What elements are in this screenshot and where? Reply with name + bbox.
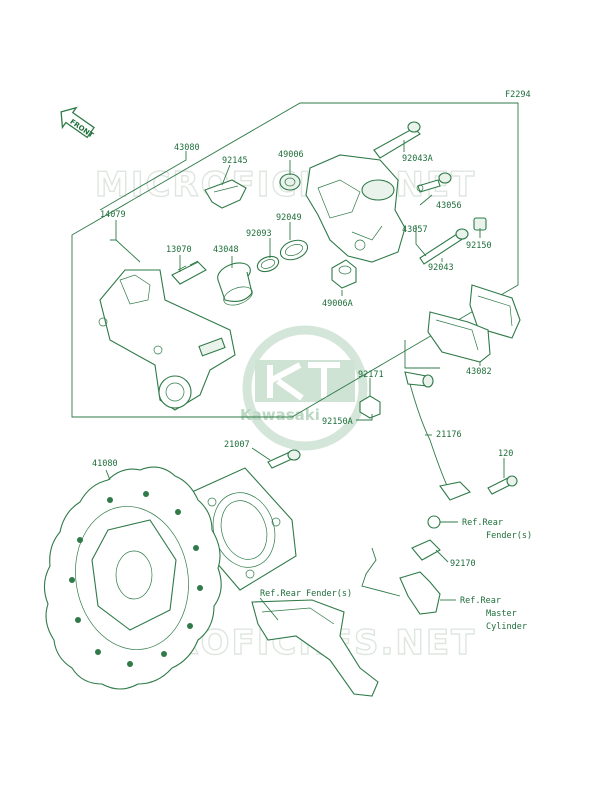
rotor-bolt [267,449,301,469]
seal-ring-small [256,255,280,273]
part-label-92043: 92043 [428,263,454,273]
brake-disc [43,466,222,690]
clamp-bolt [427,515,441,529]
part-label-43057: 43057 [402,225,428,235]
boot-top [279,173,301,191]
part-label-92171: 92171 [358,370,384,380]
caliper-assembly-frame [71,102,519,418]
part-label-21176: 21176 [436,430,462,440]
part-label-43048: 43048 [213,245,239,255]
rear-fender-piece [251,599,379,697]
part-label-43082: 43082 [466,367,492,377]
part-label-92145: 92145 [222,156,248,166]
harness-clamp [411,539,441,561]
part-label-92049: 92049 [276,213,302,223]
part-label-43056: 43056 [436,201,462,211]
kawasaki-logo: Kawasaki [240,325,368,451]
leader-lines [99,140,505,621]
part-label-14079: 14079 [100,210,126,220]
part-label-49006A: 49006A [322,299,353,309]
pad-spring-clip [204,179,247,209]
part-label-21007: 21007 [224,440,250,450]
boot-bottom [331,259,357,289]
svg-text:Kawasaki: Kawasaki [240,406,320,424]
ref-rear-master-line2: Master [486,609,517,619]
pad-spring [171,260,207,285]
seal-ring-large [279,239,309,261]
pad-group-frame [404,340,440,369]
part-label-92043A: 92043A [402,154,433,164]
ref-rear-master-line3: Cylinder [486,622,527,632]
part-label-49006: 49006 [278,150,304,160]
pin-bolt-lower [419,228,469,265]
abs-sensor [404,371,471,501]
part-label-92150: 92150 [466,241,492,251]
caliper-bracket [98,269,236,411]
part-label-120: 120 [498,449,513,459]
ref-rear-fender-right-line1: Ref.Rear [462,518,503,528]
brake-pad-rear [469,284,521,339]
ref-rear-fender-left: Ref.Rear Fender(s) [260,589,352,599]
bleeder-valve [416,172,452,193]
front-arrow-icon: FRONT [60,106,95,140]
ref-rear-master-line1: Ref.Rear [460,596,501,606]
part-label-92093: 92093 [246,229,272,239]
ref-rear-fender-right-line2: Fender(s) [486,531,532,541]
part-label-43080: 43080 [174,143,200,153]
piston [217,262,253,306]
pin-bolt-upper [373,121,421,159]
part-label-41080: 41080 [92,459,118,469]
part-label-92150A: 92150A [322,417,353,427]
brake-pad-front [427,311,491,363]
sensor-bolt [487,475,518,495]
caliper-body [305,154,406,263]
harness-bracket [361,547,441,615]
diagram-code: F2294 [505,90,531,100]
part-label-92170: 92170 [450,559,476,569]
part-label-13070: 13070 [166,245,192,255]
